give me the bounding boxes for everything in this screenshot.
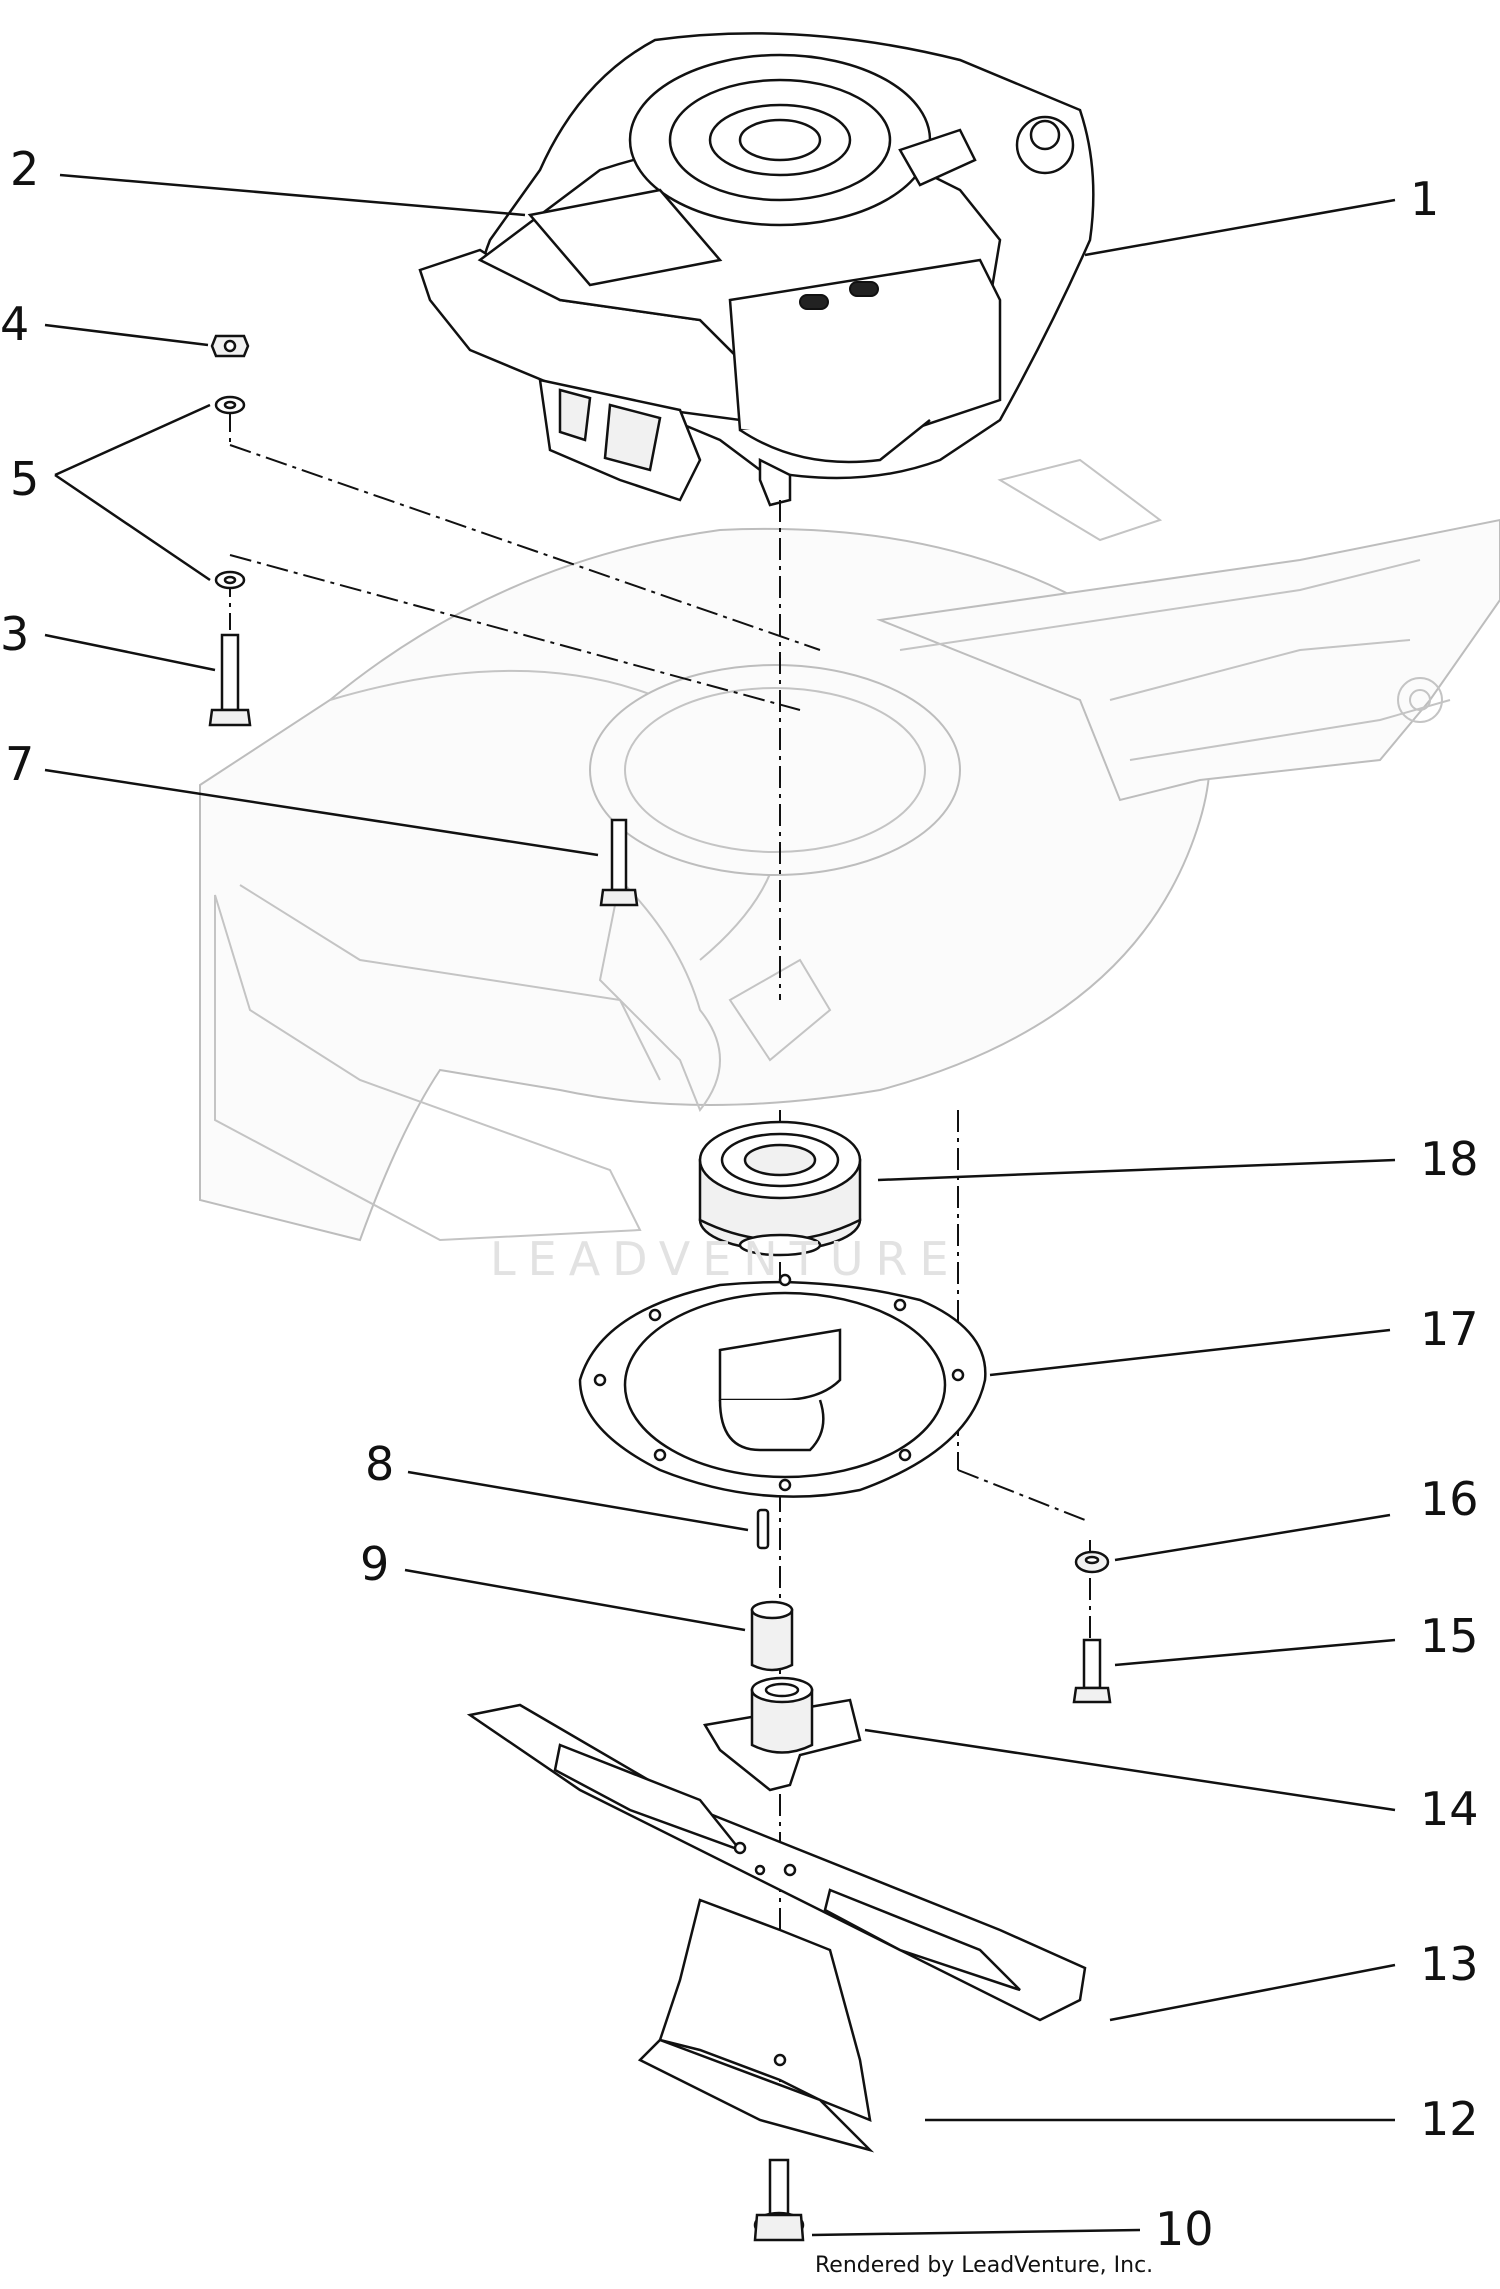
deck-bolt <box>599 818 639 907</box>
woodruff-key <box>756 1508 770 1550</box>
mower-blade <box>466 1703 1087 2022</box>
mounting-plate <box>578 1273 987 1498</box>
mount-hardware <box>208 334 252 727</box>
callout-16: 16 <box>1420 1472 1479 1526</box>
mower-deck-housing <box>199 458 1500 1242</box>
watermark: LEADVENTURE <box>490 1232 961 1286</box>
blade-adapter <box>702 1676 862 1792</box>
callout-1: 1 <box>1410 172 1439 226</box>
callout-17: 17 <box>1420 1302 1479 1356</box>
callout-15: 15 <box>1420 1609 1479 1663</box>
engine-bolt <box>220 633 240 712</box>
plate-bolt <box>1082 1638 1102 1690</box>
callout-8: 8 <box>365 1437 394 1491</box>
engine-decal <box>527 188 723 287</box>
callout-2: 2 <box>10 142 39 196</box>
credit-text: Rendered by LeadVenture, Inc. <box>815 2253 1153 2278</box>
mulching-blade <box>637 1898 875 2153</box>
callout-4: 4 <box>0 297 29 351</box>
callout-3: 3 <box>0 607 29 661</box>
callout-18: 18 <box>1420 1132 1479 1186</box>
spacer <box>750 1608 794 1672</box>
blade-key-spacer <box>750 1508 794 1672</box>
plate-hardware <box>1072 1550 1112 1704</box>
blade-bolt <box>753 2158 805 2242</box>
callout-14: 14 <box>1420 1782 1479 1836</box>
callout-10: 10 <box>1155 2202 1214 2256</box>
callout-7: 7 <box>5 737 34 791</box>
callout-9: 9 <box>360 1537 389 1591</box>
pulley-bearing <box>698 1120 862 1257</box>
leader-lines <box>44 173 1396 2237</box>
callout-13: 13 <box>1420 1937 1479 1991</box>
callout-12: 12 <box>1420 2092 1479 2146</box>
engine-assembly <box>418 32 1095 507</box>
callout-5: 5 <box>10 452 39 506</box>
